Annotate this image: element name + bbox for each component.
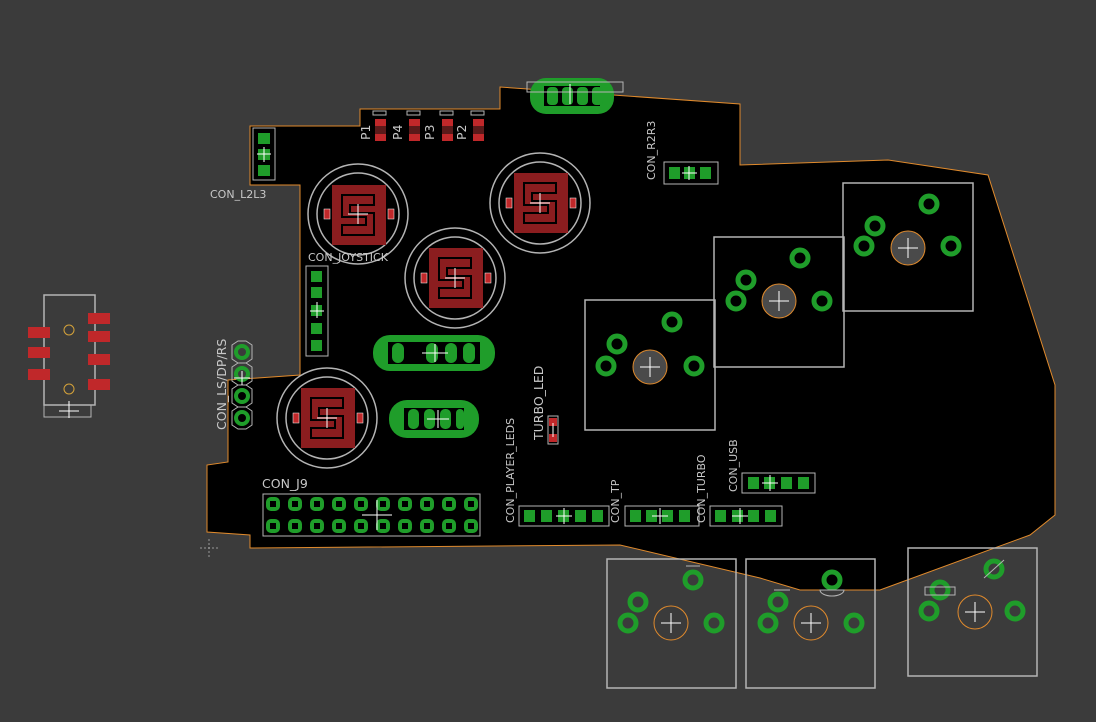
label-con-ls-dp-rs: CON_LS/DP/RS: [214, 339, 229, 430]
label-con-turbo: CON_TURBO: [695, 454, 708, 523]
joystick-button-1[interactable]: [307, 163, 409, 265]
con-ls-dp-rs-connector[interactable]: [231, 340, 253, 430]
con-joystick-connector[interactable]: [305, 265, 329, 357]
label-con-usb: CON_USB: [727, 439, 740, 492]
label-turbo-led: TURBO_LED: [531, 366, 546, 441]
joystick-button-2[interactable]: [489, 152, 591, 254]
con-l2l3-connector[interactable]: [252, 127, 276, 181]
switch-3[interactable]: [842, 182, 974, 312]
audio-jack-footprint[interactable]: [28, 294, 110, 418]
label-con-joystick: CON_JOYSTICK: [308, 251, 389, 264]
turbo-led-part[interactable]: [547, 415, 559, 445]
capsule-connector-1[interactable]: [373, 335, 495, 371]
switch-2[interactable]: [713, 236, 845, 368]
con-r2r3-connector[interactable]: [663, 161, 719, 185]
con-j9-header[interactable]: [262, 493, 481, 537]
con-usb-connector[interactable]: [741, 472, 816, 494]
label-con-j9: CON_J9: [262, 476, 308, 491]
switch-bottom-3[interactable]: [907, 547, 1038, 677]
con-player-leds-connector[interactable]: [518, 505, 610, 527]
origin-marker: [200, 539, 218, 557]
joystick-button-4[interactable]: [276, 367, 378, 469]
switch-1[interactable]: [584, 299, 716, 431]
label-p3: P3: [422, 125, 437, 141]
switch-bottom-2[interactable]: [745, 558, 876, 689]
label-p1: P1: [358, 125, 373, 141]
top-header-connector[interactable]: [526, 78, 624, 114]
label-con-l2l3: CON_L2L3: [210, 188, 266, 201]
label-p2: P2: [454, 125, 469, 141]
con-turbo-connector[interactable]: [709, 505, 783, 527]
label-con-r2r3: CON_R2R3: [645, 121, 658, 180]
label-p4: P4: [390, 124, 405, 140]
label-con-tp: CON_TP: [609, 479, 622, 523]
capsule-connector-2[interactable]: [389, 400, 479, 438]
joystick-button-3[interactable]: [404, 227, 506, 329]
con-tp-connector[interactable]: [624, 505, 700, 527]
label-con-player-leds: CON_PLAYER_LEDS: [504, 418, 517, 523]
smd-resistors-group[interactable]: [372, 110, 485, 141]
switch-bottom-1[interactable]: [606, 558, 737, 689]
